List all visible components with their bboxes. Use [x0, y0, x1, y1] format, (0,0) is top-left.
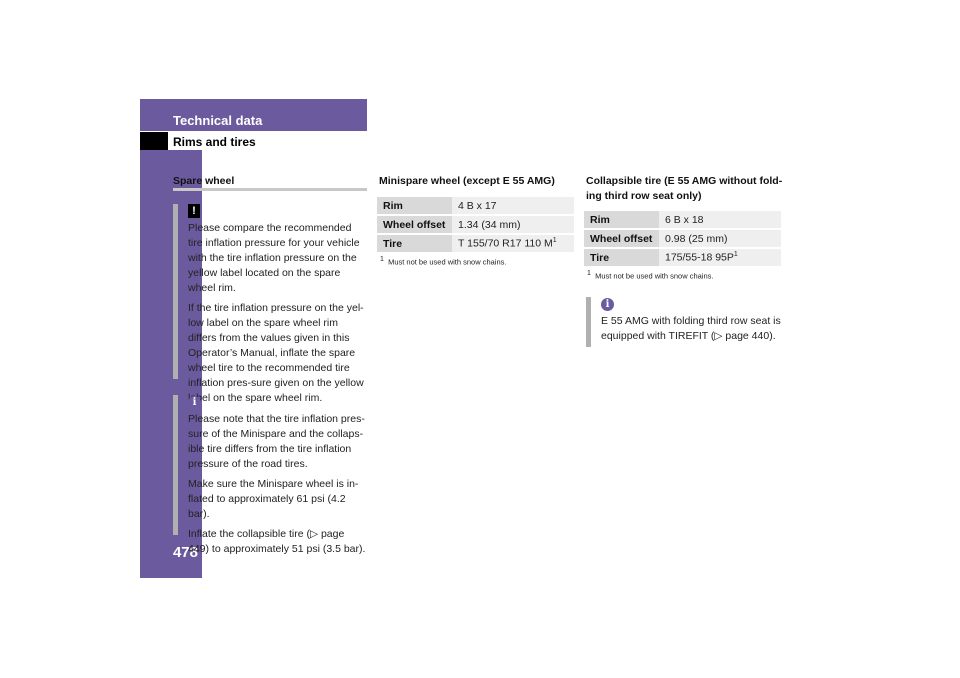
warning-paragraph-1: Please compare the recommended tire infl… — [188, 222, 360, 294]
tirefit-info-note: i E 55 AMG with folding third row seat i… — [586, 297, 783, 347]
minispare-table: Rim 4 B x 17 Wheel offset 1.34 (34 mm) T… — [377, 197, 574, 254]
heading-rule — [173, 188, 367, 191]
table-row: Rim 4 B x 17 — [377, 197, 574, 216]
row-value: 175/55-18 95P1 — [659, 248, 781, 268]
info-paragraph-2: Make sure the Minispare wheel is in-flat… — [188, 478, 359, 520]
note-bar — [173, 395, 178, 535]
row-value: 6 B x 18 — [659, 211, 781, 230]
warning-note: ! Please compare the recommended tire in… — [173, 204, 367, 404]
row-key: Wheel offset — [377, 215, 452, 235]
table-row: Wheel offset 1.34 (34 mm) — [377, 215, 574, 235]
section-subtitle: Rims and tires — [173, 135, 256, 149]
page-number: 478 — [172, 544, 198, 561]
footnote-ref: 1 — [733, 251, 738, 259]
table-row: Wheel offset 0.98 (25 mm) — [584, 229, 781, 249]
spare-wheel-heading: Spare wheel — [173, 175, 235, 187]
minispare-footnote: 1 Must not be used with snow chains. — [380, 256, 507, 267]
row-key: Rim — [584, 211, 659, 230]
info-icon: i — [188, 396, 201, 409]
row-value: 0.98 (25 mm) — [659, 229, 781, 249]
table-row: Rim 6 B x 18 — [584, 211, 781, 230]
header-marker — [140, 132, 168, 150]
info-icon: i — [601, 298, 614, 311]
note-bar — [586, 297, 591, 347]
collapsible-heading: Collapsible tire (E 55 AMG without fold-… — [586, 175, 783, 202]
warning-paragraph-2: If the tire inflation pressure on the ye… — [188, 302, 364, 404]
minispare-heading: Minispare wheel (except E 55 AMG) — [379, 175, 555, 187]
row-key: Wheel offset — [584, 229, 659, 249]
row-value: 1.34 (34 mm) — [452, 215, 574, 235]
header-bar — [140, 99, 367, 131]
note-bar — [173, 204, 178, 379]
section-title: Technical data — [173, 113, 263, 128]
row-key: Tire — [377, 234, 452, 254]
page-tab — [140, 150, 202, 578]
row-value: T 155/70 R17 110 M1 — [452, 234, 574, 254]
footnote-ref: 1 — [552, 237, 557, 245]
warning-icon: ! — [188, 204, 200, 218]
collapsible-footnote: 1 Must not be used with snow chains. — [587, 270, 714, 281]
row-key: Tire — [584, 248, 659, 268]
collapsible-table: Rim 6 B x 18 Wheel offset 0.98 (25 mm) T… — [584, 211, 781, 268]
info-note: i Please note that the tire inflation pr… — [173, 395, 367, 555]
table-row: Tire T 155/70 R17 110 M1 — [377, 234, 574, 254]
info-paragraph-1: Please note that the tire inflation pres… — [188, 413, 365, 470]
row-key: Rim — [377, 197, 452, 216]
info-paragraph-3: Inflate the collapsible tire (▷ page 449… — [188, 528, 366, 555]
table-row: Tire 175/55-18 95P1 — [584, 248, 781, 268]
info-paragraph-1: E 55 AMG with folding third row seat is … — [601, 315, 781, 342]
row-value: 4 B x 17 — [452, 197, 574, 216]
